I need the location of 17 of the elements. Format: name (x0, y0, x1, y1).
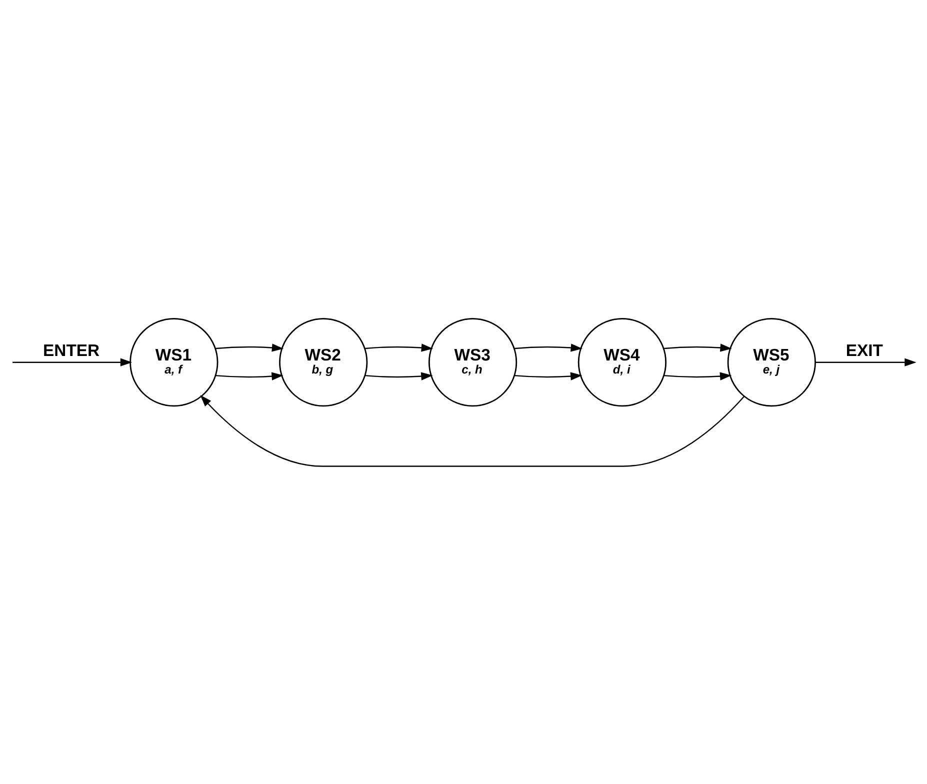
arrow (514, 372, 582, 380)
edge-label: ENTER (43, 340, 100, 360)
arrow (364, 343, 434, 352)
arrow (514, 343, 583, 352)
edge-label: EXIT (846, 340, 883, 360)
arrow (12, 358, 132, 366)
node-circle: WS2 b, g (279, 318, 368, 406)
node-circle: WS4 d, i (578, 318, 667, 406)
arrow (364, 372, 433, 380)
node-circle: WS3 c, h (428, 318, 518, 406)
arrow (216, 343, 284, 352)
node-circle: WS5 e, j (727, 318, 816, 406)
arrow (664, 372, 732, 380)
arrow (200, 394, 745, 466)
arrow (216, 372, 284, 380)
arrow (816, 358, 916, 366)
arrow (664, 343, 732, 352)
